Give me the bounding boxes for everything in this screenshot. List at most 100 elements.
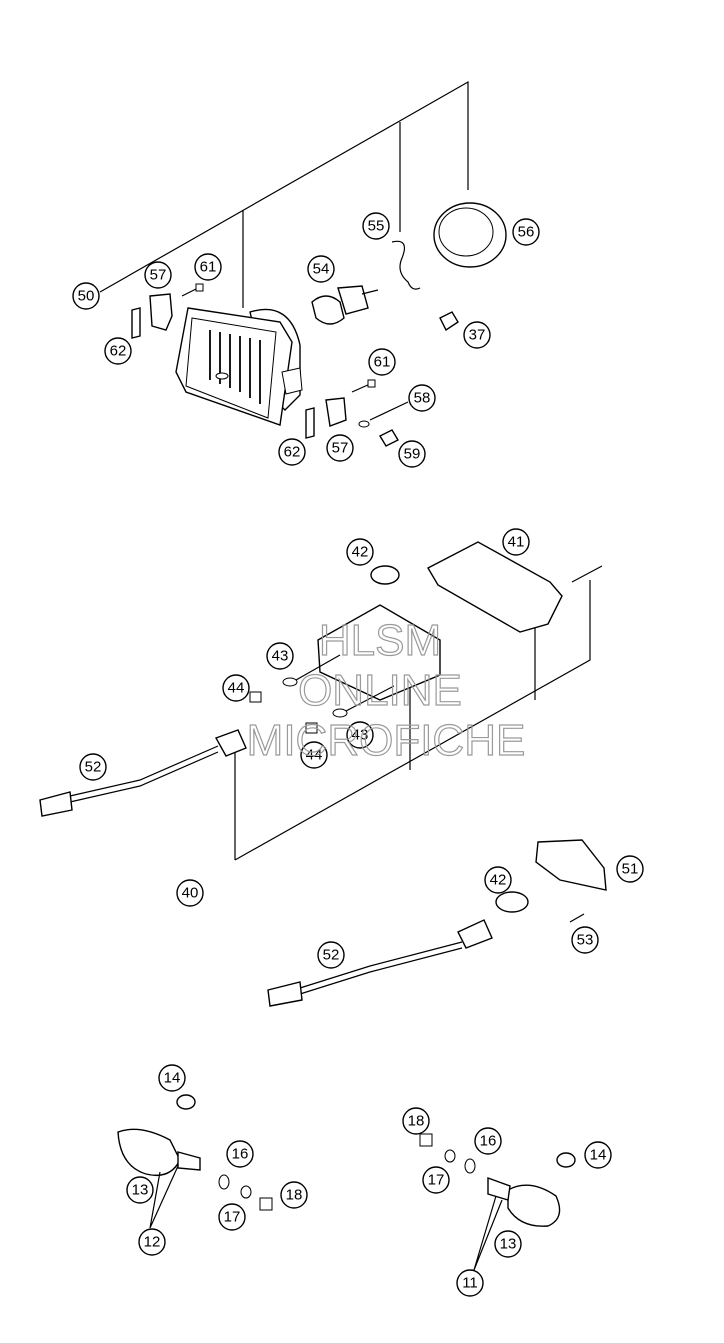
callout-circle <box>512 218 540 246</box>
callout-circle <box>79 753 107 781</box>
callout-circle <box>326 434 354 462</box>
rim-56 <box>433 202 507 268</box>
callout-number: 54 <box>313 261 330 278</box>
spring-clip-55 <box>391 240 421 290</box>
bulb-14-left <box>176 1094 196 1110</box>
watermark-line-1: HLSM <box>319 616 441 665</box>
callout-number: 44 <box>306 747 323 764</box>
callout-number: 16 <box>480 1133 497 1150</box>
callout-16: 16 <box>474 1127 502 1155</box>
callout-number: 37 <box>469 327 486 344</box>
callout-number: 14 <box>590 1147 607 1164</box>
callout-number: 16 <box>232 1146 249 1163</box>
callout-number: 59 <box>404 446 421 463</box>
callout-circle <box>484 866 512 894</box>
screw-59 <box>379 429 399 447</box>
callout-circle <box>194 253 222 281</box>
screw-53 <box>569 913 585 923</box>
clip-62-upper <box>131 307 141 339</box>
callout-circle <box>502 528 530 556</box>
callout-55: 55 <box>362 212 390 240</box>
taillight-lens-41 <box>427 541 563 633</box>
watermark-line-2: ONLINE <box>298 666 462 715</box>
washer-58 <box>358 401 409 428</box>
callout-circle <box>368 348 396 376</box>
callout-circle <box>456 1269 484 1297</box>
callout-18: 18 <box>280 1181 308 1209</box>
callout-58: 58 <box>408 384 436 412</box>
callout-42: 42 <box>484 866 512 894</box>
callout-circle <box>176 879 204 907</box>
turn-signal-lens-left <box>117 1128 181 1177</box>
clip-62-lower <box>305 407 315 439</box>
watermark-line-3: MICROFICHE <box>247 716 526 765</box>
bracket-57-upper <box>149 293 173 331</box>
bulb-42-upper <box>370 565 400 585</box>
callout-40: 40 <box>176 879 204 907</box>
headlight-housing <box>175 307 303 426</box>
callout-57: 57 <box>144 261 172 289</box>
callout-number: 40 <box>182 885 199 902</box>
callout-number: 58 <box>414 390 431 407</box>
callout-53: 53 <box>571 926 599 954</box>
callout-number: 55 <box>368 218 385 235</box>
callout-51: 51 <box>616 855 644 883</box>
wire-harness-52-lower <box>267 919 493 1007</box>
callout-18: 18 <box>402 1107 430 1135</box>
turn-signal-left <box>117 1094 273 1229</box>
callout-number: 56 <box>518 224 535 241</box>
callout-circle <box>280 1181 308 1209</box>
callout-57: 57 <box>326 434 354 462</box>
callout-56: 56 <box>512 218 540 246</box>
callout-62: 62 <box>104 337 132 365</box>
callout-circle <box>494 1230 522 1258</box>
turn-signal-right <box>419 1133 576 1271</box>
callout-circle <box>104 337 132 365</box>
callout-42: 42 <box>346 538 374 566</box>
callout-layer: 50 57 61 62 54 55 56 37 61 58 59 62 57 42 41 43 44 44 43 52… <box>72 212 644 1297</box>
callout-number: 62 <box>110 343 127 360</box>
callout-circle <box>222 674 250 702</box>
callout-13: 13 <box>126 1176 154 1204</box>
callout-59: 59 <box>398 440 426 468</box>
callout-62: 62 <box>278 438 306 466</box>
callout-14: 14 <box>158 1064 186 1092</box>
callout-43: 43 <box>346 721 374 749</box>
screw-61-upper <box>181 283 204 297</box>
callout-number: 52 <box>85 759 102 776</box>
callout-61: 61 <box>194 253 222 281</box>
callout-circle <box>138 1228 166 1256</box>
callout-13: 13 <box>494 1230 522 1258</box>
callout-circle <box>317 941 345 969</box>
callout-number: 44 <box>228 680 245 697</box>
callout-circle <box>307 255 335 283</box>
callout-61: 61 <box>368 348 396 376</box>
callout-circle <box>474 1127 502 1155</box>
callout-circle <box>144 261 172 289</box>
callout-number: 17 <box>224 1209 241 1226</box>
bulb-37 <box>439 311 459 332</box>
callout-number: 12 <box>144 1234 161 1251</box>
callout-number: 43 <box>272 648 289 665</box>
callout-circle <box>266 642 294 670</box>
callout-number: 57 <box>332 440 349 457</box>
taillight-housing <box>317 604 441 701</box>
callout-number: 17 <box>428 1172 445 1189</box>
callout-number: 43 <box>352 727 369 744</box>
callout-number: 50 <box>78 288 95 305</box>
headlight-assembly <box>99 80 507 447</box>
license-light-assembly <box>267 839 607 1007</box>
callout-number: 41 <box>508 534 525 551</box>
callout-circle <box>226 1140 254 1168</box>
callout-number: 51 <box>622 861 639 878</box>
callout-circle <box>398 440 426 468</box>
callout-circle <box>362 212 390 240</box>
callout-circle <box>278 438 306 466</box>
license-light-housing-51 <box>535 839 607 891</box>
bracket-57-lower <box>325 397 347 427</box>
callout-circle <box>422 1166 450 1194</box>
callout-52: 52 <box>79 753 107 781</box>
callout-number: 61 <box>200 259 217 276</box>
watermark: HLSM ONLINE MICROFICHE <box>246 615 526 765</box>
